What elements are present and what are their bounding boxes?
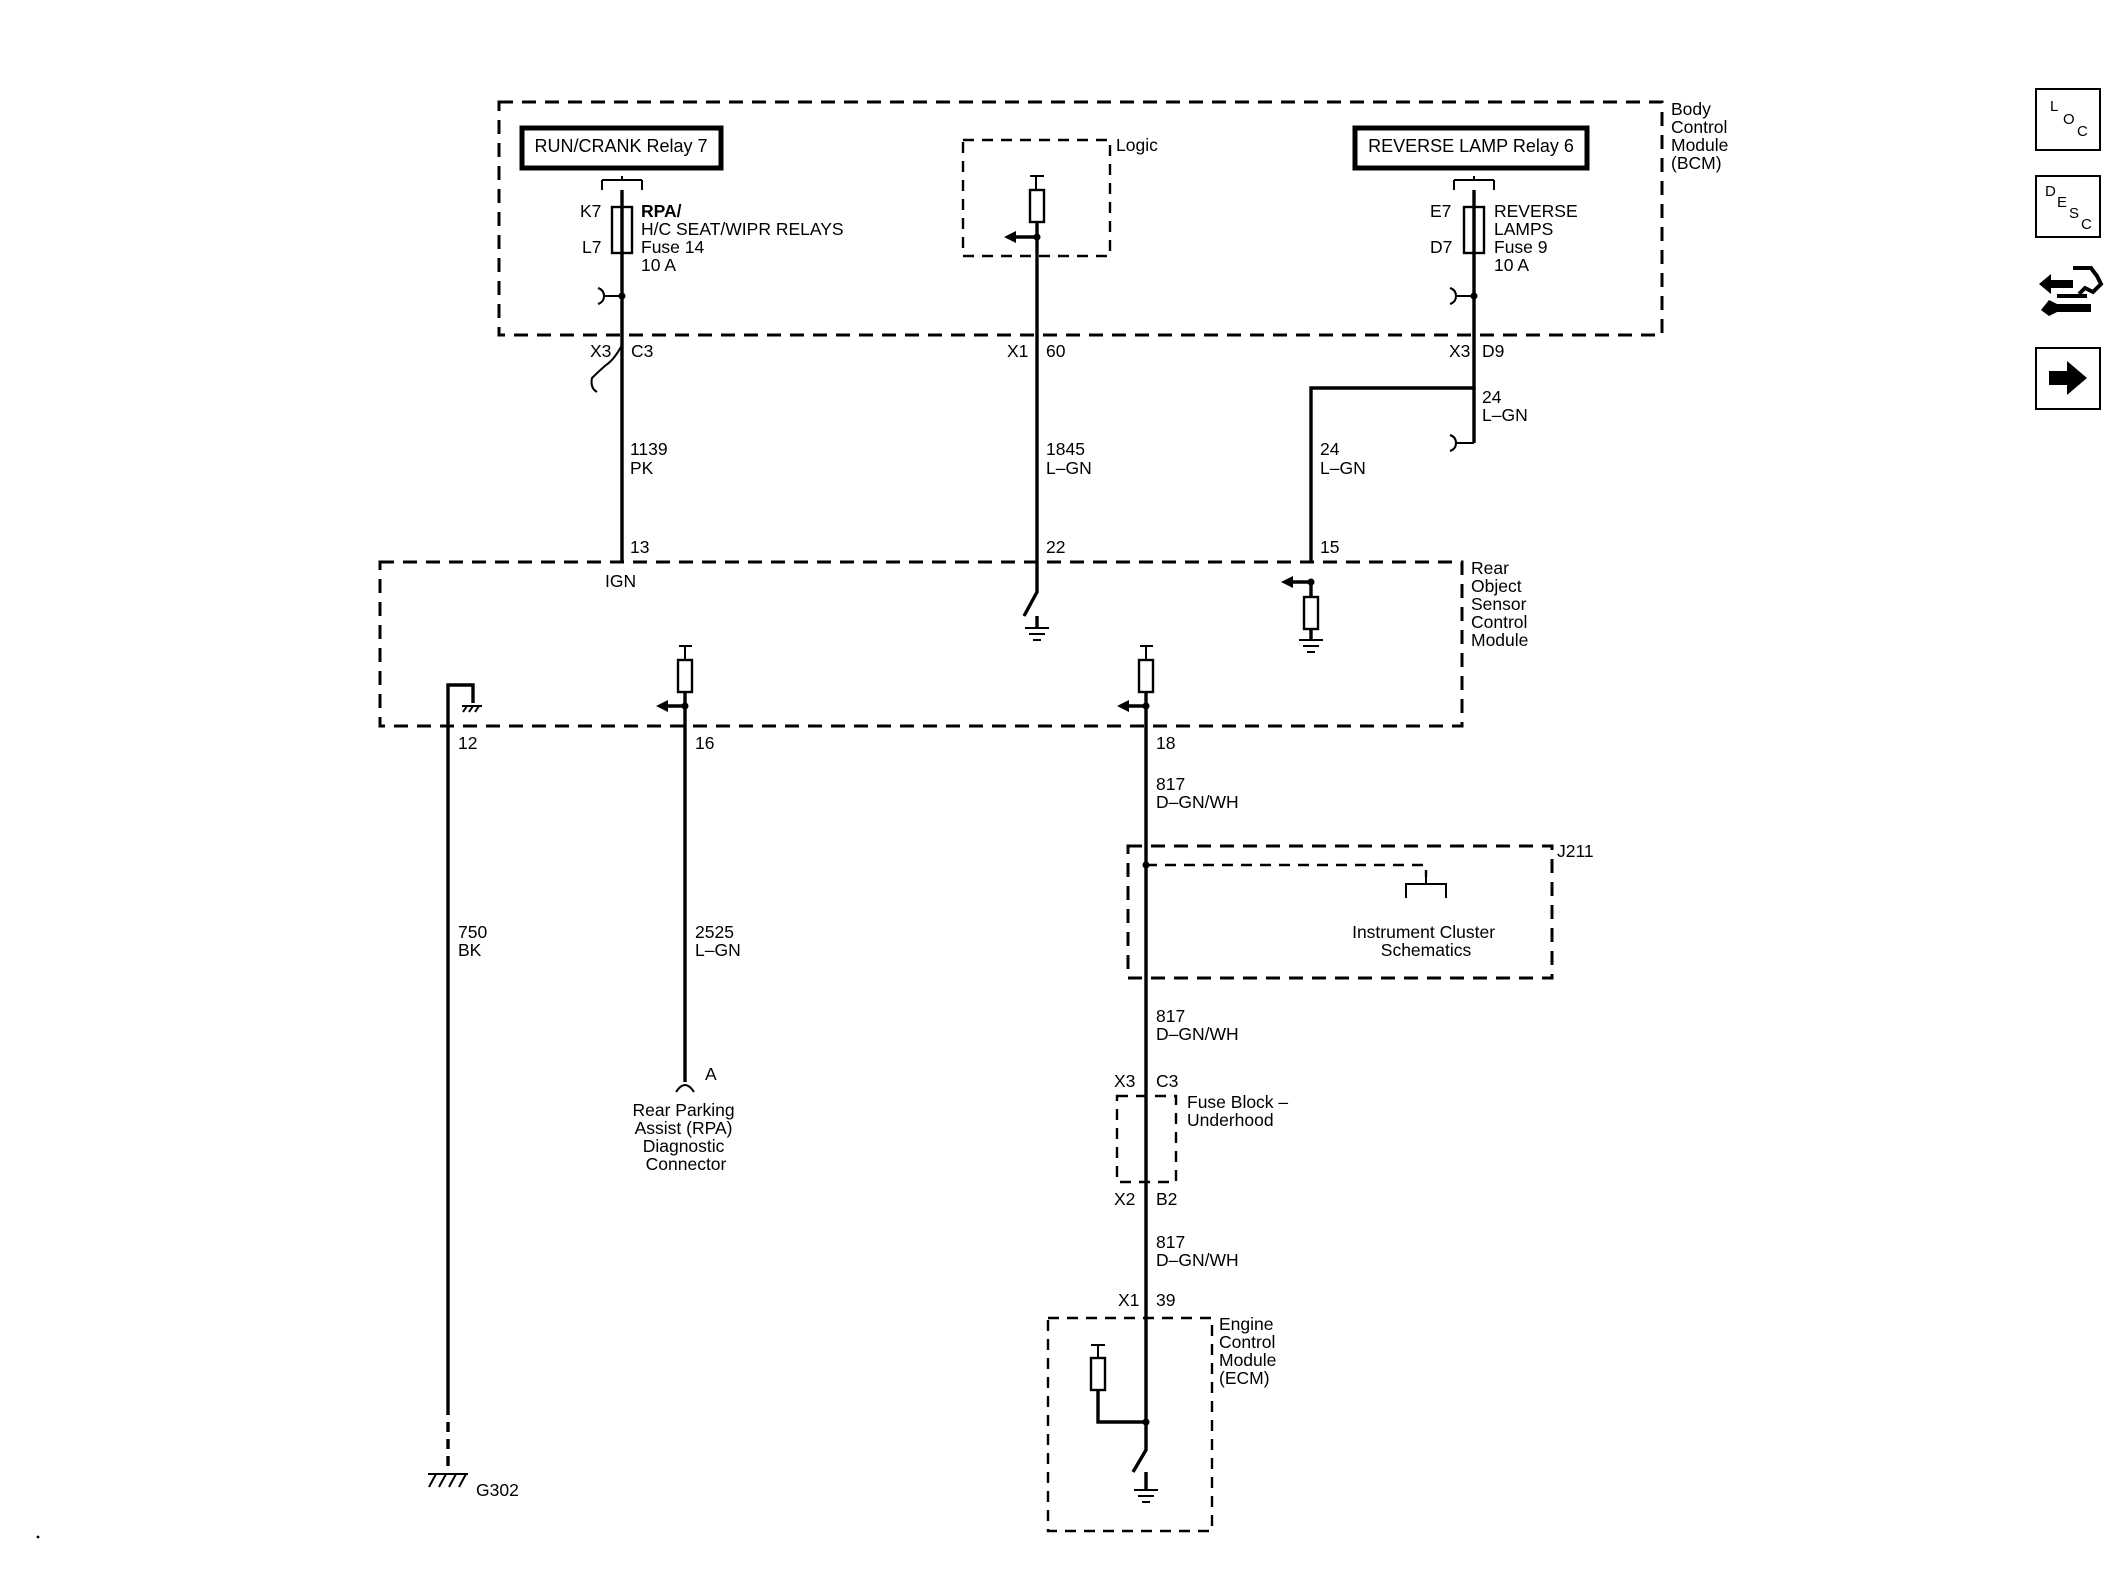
svg-text:L–GN: L–GN bbox=[1320, 458, 1366, 478]
svg-text:G302: G302 bbox=[476, 1480, 519, 1500]
desc-letter-c: C bbox=[2081, 216, 2092, 233]
ecm-boundary bbox=[1046, 1316, 1214, 1533]
svg-text:D7: D7 bbox=[1430, 237, 1452, 257]
svg-text:X3: X3 bbox=[1114, 1071, 1135, 1091]
svg-text:24: 24 bbox=[1320, 439, 1340, 459]
svg-text:C3: C3 bbox=[631, 341, 653, 361]
svg-text:RUN/CRANK Relay 7: RUN/CRANK Relay 7 bbox=[534, 136, 707, 156]
fuse-9: E7 D7 REVERSE LAMPS Fuse 9 10 A bbox=[1430, 176, 1578, 305]
instrument-cluster-boundary bbox=[1126, 844, 1554, 980]
desc-letter-d: D bbox=[2045, 183, 2056, 200]
logic-label: Logic bbox=[1116, 135, 1158, 155]
svg-text:13: 13 bbox=[630, 537, 649, 557]
svg-text:1845: 1845 bbox=[1046, 439, 1085, 459]
svg-text:X2: X2 bbox=[1114, 1189, 1135, 1209]
switch-ground-22 bbox=[1022, 562, 1049, 641]
svg-text:REVERSE LAMP Relay 6: REVERSE LAMP Relay 6 bbox=[1368, 136, 1574, 156]
svg-text:D–GN/WH: D–GN/WH bbox=[1156, 792, 1239, 812]
svg-text:2525: 2525 bbox=[695, 922, 734, 942]
svg-text:15: 15 bbox=[1320, 537, 1339, 557]
svg-text:X1: X1 bbox=[1118, 1290, 1139, 1310]
svg-text:D9: D9 bbox=[1482, 341, 1504, 361]
svg-text:B2: B2 bbox=[1156, 1189, 1177, 1209]
next-arrow-icon bbox=[2049, 361, 2087, 395]
bcm-boundary bbox=[497, 100, 1664, 337]
rpa-connector-label: Rear Parking Assist (RPA) Diagnostic Con… bbox=[632, 1100, 739, 1174]
internal-ground-12: 12 bbox=[446, 683, 482, 753]
svg-text:C3: C3 bbox=[1156, 1071, 1178, 1091]
svg-text:E7: E7 bbox=[1430, 201, 1451, 221]
svg-text:Instrument Cluster Schem: Instrument Cluster Schematics bbox=[1352, 922, 1500, 960]
wire-24: X3 D9 24 L–GN 24 L–GN bbox=[1309, 296, 1528, 562]
svg-text:750: 750 bbox=[458, 922, 487, 942]
svg-text:D–GN/WH: D–GN/WH bbox=[1156, 1250, 1239, 1270]
connector-view-icon[interactable] bbox=[2035, 254, 2105, 324]
desc-letter-e: E bbox=[2057, 194, 2068, 211]
speck bbox=[36, 1535, 40, 1539]
svg-text:39: 39 bbox=[1156, 1290, 1175, 1310]
next-button[interactable] bbox=[2035, 347, 2101, 410]
svg-text:L–GN: L–GN bbox=[695, 940, 741, 960]
fuse-block-boundary bbox=[1115, 1094, 1178, 1184]
desc-letter-s: S bbox=[2069, 205, 2080, 222]
input-15 bbox=[1281, 576, 1323, 653]
fuse-block-label: Fuse Block – Underhood bbox=[1187, 1092, 1293, 1130]
wire-817: 817 D–GN/WH 817 D–GN/WH 817 D–GN/WH bbox=[1144, 706, 1239, 1422]
svg-text:L–GN: L–GN bbox=[1046, 458, 1092, 478]
svg-text:K7: K7 bbox=[580, 201, 601, 221]
desc-button[interactable]: D E S C bbox=[2035, 175, 2101, 238]
pullup-16: 16 bbox=[656, 645, 714, 753]
loc-letter-c: C bbox=[2077, 123, 2088, 140]
logic-pullup bbox=[1004, 175, 1046, 243]
reverse-lamp-relay: REVERSE LAMP Relay 6 bbox=[1352, 125, 1590, 171]
run-crank-relay: RUN/CRANK Relay 7 bbox=[519, 125, 724, 171]
svg-text:817: 817 bbox=[1156, 1232, 1185, 1252]
svg-text:10 A: 10 A bbox=[641, 255, 676, 275]
bcm-label: Body Control Module (BCM) bbox=[1671, 99, 1733, 173]
wire-1139: X3 C3 1139 PK bbox=[590, 296, 668, 562]
svg-text:X3: X3 bbox=[590, 341, 611, 361]
svg-text:X1: X1 bbox=[1007, 341, 1028, 361]
svg-text:18: 18 bbox=[1156, 733, 1175, 753]
svg-text:Fuse 9: Fuse 9 bbox=[1494, 237, 1548, 257]
fuse-14: K7 L7 RPA/ H/C SEAT/WIPR RELAYS Fuse 14 … bbox=[580, 176, 844, 305]
svg-text:22: 22 bbox=[1046, 537, 1065, 557]
svg-text:BK: BK bbox=[458, 940, 482, 960]
svg-text:16: 16 bbox=[695, 733, 714, 753]
svg-text:X3: X3 bbox=[1449, 341, 1470, 361]
loc-letter-l: L bbox=[2050, 98, 2059, 115]
svg-text:IGN: IGN bbox=[605, 571, 636, 591]
rear-object-sensor-boundary bbox=[378, 560, 1464, 728]
svg-text:1139: 1139 bbox=[630, 439, 668, 459]
wire-1845: X1 60 1845 L–GN bbox=[1007, 237, 1092, 562]
svg-text:PK: PK bbox=[630, 458, 654, 478]
rear-object-sensor-label: Rear Object Sensor Control Module bbox=[1471, 558, 1532, 650]
svg-text:60: 60 bbox=[1046, 341, 1066, 361]
svg-text:24: 24 bbox=[1482, 387, 1502, 407]
loc-button[interactable]: L O C bbox=[2035, 88, 2101, 151]
svg-text:Fuse 14: Fuse 14 bbox=[641, 237, 704, 257]
instrument-cluster-splice: Instrument Cluster Schematics bbox=[1142, 861, 1500, 960]
svg-text:817: 817 bbox=[1156, 774, 1185, 794]
pullup-18: 18 bbox=[1117, 645, 1175, 753]
svg-text:RPA/: RPA/ bbox=[641, 201, 682, 221]
wire-750: 750 BK G302 bbox=[428, 726, 519, 1500]
svg-text:L7: L7 bbox=[582, 237, 601, 257]
svg-text:LAMPS: LAMPS bbox=[1494, 219, 1553, 239]
svg-text:12: 12 bbox=[458, 733, 477, 753]
instrument-cluster-ref: J211 bbox=[1557, 841, 1594, 861]
ecm-input-circuit bbox=[1089, 1344, 1158, 1503]
svg-text:REVERSE: REVERSE bbox=[1494, 201, 1578, 221]
svg-text:A: A bbox=[705, 1064, 717, 1084]
loc-letter-o: O bbox=[2063, 111, 2075, 128]
svg-text:10 A: 10 A bbox=[1494, 255, 1529, 275]
svg-text:H/C SEAT/WIPR RELAYS: H/C SEAT/WIPR RELAYS bbox=[641, 219, 844, 239]
svg-text:817: 817 bbox=[1156, 1006, 1185, 1026]
ecm-label: Engine Control Module (ECM) bbox=[1219, 1314, 1281, 1388]
svg-text:D–GN/WH: D–GN/WH bbox=[1156, 1024, 1239, 1044]
svg-text:L–GN: L–GN bbox=[1482, 405, 1528, 425]
wire-2525: 2525 L–GN A Rear Parking Assist (RPA) Di… bbox=[632, 706, 741, 1174]
